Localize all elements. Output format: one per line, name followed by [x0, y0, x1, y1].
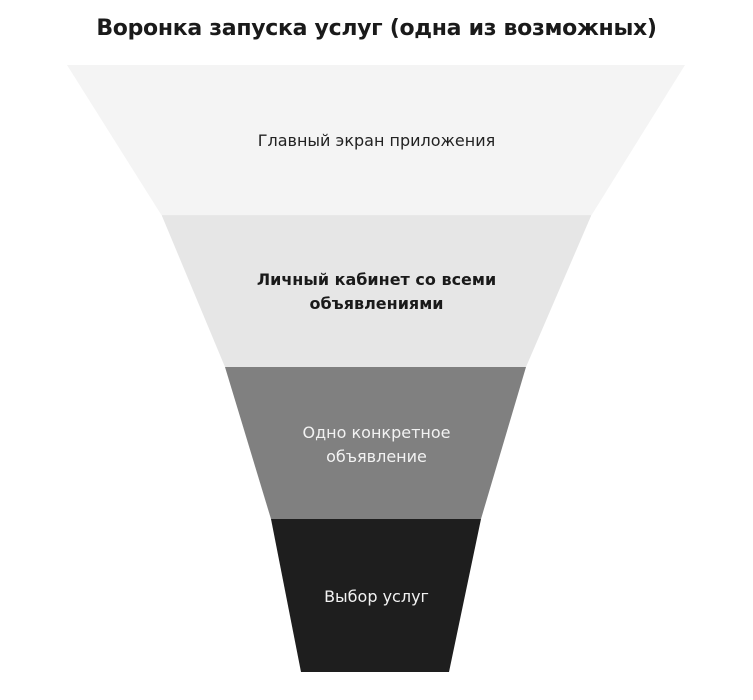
stage-2-label-line-1: Личный кабинет со всеми — [256, 270, 497, 289]
funnel-stage-4 — [271, 519, 481, 672]
stage-1-label-line: Главный экран приложения — [257, 131, 496, 150]
funnel-stage-3 — [225, 367, 526, 519]
stage-3-label-line-1: Одно конкретное — [302, 423, 451, 442]
stage-2-label-line-2: объявлениями — [309, 294, 444, 313]
funnel-stage-1 — [67, 65, 685, 216]
funnel-stage-4-label: Выбор услуг — [0, 585, 753, 609]
stage-4-label-line: Выбор услуг — [324, 587, 429, 606]
funnel-stage-2 — [162, 216, 591, 367]
diagram-title: Воронка запуска услуг (одна из возможных… — [96, 16, 657, 41]
stage-3-label-line-2: объявление — [326, 447, 427, 466]
funnel-stage-3-label: Одно конкретное объявление — [0, 421, 753, 469]
funnel-stage-2-label: Личный кабинет со всеми объявлениями — [0, 268, 753, 316]
funnel-stage-1-label: Главный экран приложения — [0, 129, 753, 153]
